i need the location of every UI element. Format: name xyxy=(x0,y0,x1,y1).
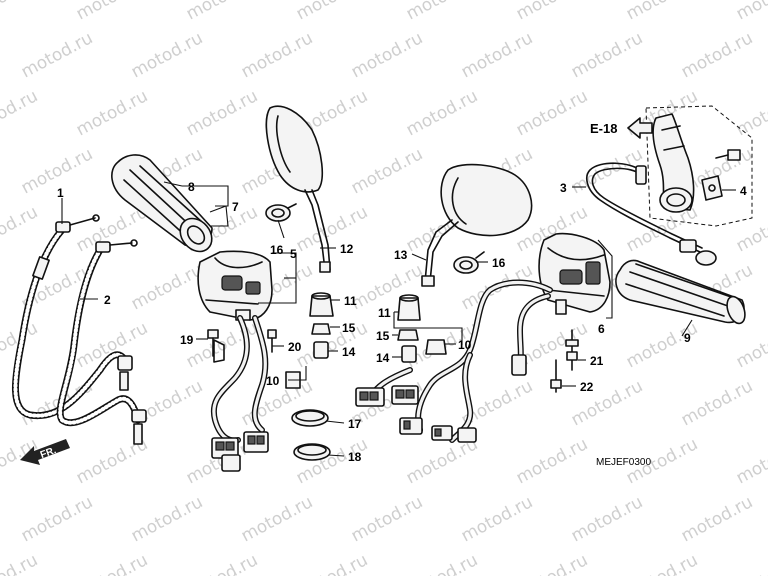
watermark-text: motod.ru xyxy=(458,28,536,82)
watermark-text: motod.ru xyxy=(73,318,151,372)
right-harness xyxy=(355,279,553,443)
watermark-text: motod.ru xyxy=(0,86,41,140)
watermark-text: motod.ru xyxy=(293,550,371,576)
watermark-text: motod.ru xyxy=(678,376,756,430)
watermark-text: motod.ru xyxy=(403,0,481,24)
callout-3: 3 xyxy=(560,181,567,195)
watermark-text: motod.ru xyxy=(18,28,96,82)
right-grip xyxy=(615,259,746,325)
callout-13: 13 xyxy=(394,248,408,262)
right-small-parts xyxy=(397,294,447,363)
callout-5: 5 xyxy=(290,247,297,261)
watermark-text: motod.ru xyxy=(73,0,151,24)
watermark-text: motod.ru xyxy=(513,550,591,576)
callout-4: 4 xyxy=(740,184,747,198)
reference-label: E-18 xyxy=(590,121,617,136)
watermark-text: motod.ru xyxy=(293,318,371,372)
watermark-text: motod.ru xyxy=(183,0,261,24)
watermark-text: motod.ru xyxy=(128,260,206,314)
callout-1: 1 xyxy=(57,186,64,200)
watermark-text: motod.ru xyxy=(678,28,756,82)
callout-19: 19 xyxy=(180,333,194,347)
watermark-text: motod.ru xyxy=(183,550,261,576)
left-harness xyxy=(210,315,269,472)
diagram-code: MEJEF0300 xyxy=(596,457,651,468)
watermark-text: motod.ru xyxy=(623,318,701,372)
callout-2: 2 xyxy=(104,293,111,307)
right-switch-housing xyxy=(538,232,611,315)
watermark-text: motod.ru xyxy=(238,28,316,82)
left-mirror xyxy=(265,105,331,273)
front-arrow: FR. xyxy=(20,439,70,465)
watermark-text: motod.ru xyxy=(733,318,768,372)
watermark-text: motod.ru xyxy=(513,0,591,24)
right-clamp xyxy=(453,251,485,274)
watermark-text: motod.ru xyxy=(623,0,701,24)
callout-9: 9 xyxy=(684,331,691,345)
watermark-text: motod.ru xyxy=(403,550,481,576)
watermark-text: motod.ru xyxy=(238,492,316,546)
watermark-text: motod.ru xyxy=(403,86,481,140)
callout-14-left: 14 xyxy=(342,345,356,359)
watermark-text: motod.ru xyxy=(733,0,768,24)
watermark-text: motod.ru xyxy=(733,550,768,576)
watermark-text: motod.ru xyxy=(513,86,591,140)
watermark-text: motod.ru xyxy=(0,202,41,256)
callout-11-right: 11 xyxy=(378,306,391,320)
watermark-text: motod.ru xyxy=(568,492,646,546)
callout-10-left: 10 xyxy=(266,374,280,388)
right-mirror xyxy=(421,163,533,287)
callout-11-left: 11 xyxy=(344,294,357,308)
callout-18: 18 xyxy=(348,450,362,464)
reference-arrow xyxy=(627,117,653,139)
right-screws xyxy=(550,329,579,393)
watermark-text: motod.ru xyxy=(568,28,646,82)
left-small-parts xyxy=(285,292,334,461)
callout-16-right: 16 xyxy=(492,256,506,270)
throttle-cable xyxy=(586,162,717,266)
callout-17: 17 xyxy=(348,417,362,431)
left-cables xyxy=(12,214,147,445)
left-clamp xyxy=(265,203,297,222)
callout-14-right: 14 xyxy=(376,351,390,365)
watermark-text: motod.ru xyxy=(183,86,261,140)
callout-10-right: 10 xyxy=(458,338,472,352)
watermark-text: motod.ru xyxy=(733,202,768,256)
watermark-text: motod.ru xyxy=(73,86,151,140)
watermark-text: motod.ru xyxy=(348,492,426,546)
throttle-housing xyxy=(645,105,753,227)
callout-20: 20 xyxy=(288,340,302,354)
left-grip xyxy=(111,154,213,253)
callout-15-left: 15 xyxy=(342,321,356,335)
watermark-text: motod.ru xyxy=(458,492,536,546)
watermark-text: motod.ru xyxy=(18,492,96,546)
callout-15-right: 15 xyxy=(376,329,390,343)
callout-6: 6 xyxy=(598,322,605,336)
callout-12: 12 xyxy=(340,242,354,256)
callout-22: 22 xyxy=(580,380,594,394)
front-label: FR. xyxy=(39,445,58,461)
leader-lines xyxy=(61,181,736,457)
watermark-text: motod.ru xyxy=(513,434,591,488)
callouts: 1 2 3 4 5 6 7 8 9 10 10 11 11 12 13 14 1… xyxy=(57,180,747,464)
watermark-text: motod.ru xyxy=(0,550,41,576)
callout-16-left: 16 xyxy=(270,243,284,257)
left-screws xyxy=(207,329,277,357)
watermark-text: motod.ru xyxy=(733,86,768,140)
watermark-text: motod.ru xyxy=(128,28,206,82)
watermark-text: motod.ru xyxy=(348,144,426,198)
callout-21: 21 xyxy=(590,354,604,368)
watermark-text: motod.ru xyxy=(348,28,426,82)
watermark-text: motod.ru xyxy=(293,0,371,24)
watermark-text: motod.ru xyxy=(733,434,768,488)
watermark-text: motod.ru xyxy=(678,492,756,546)
watermark-text: motod.ru xyxy=(0,0,41,24)
watermark-text: motod.ru xyxy=(128,492,206,546)
watermark-text: motod.ru xyxy=(623,550,701,576)
watermark-text: motod.ru xyxy=(73,550,151,576)
left-switch-housing xyxy=(197,250,273,321)
callout-8: 8 xyxy=(188,180,195,194)
callout-7: 7 xyxy=(232,200,239,214)
